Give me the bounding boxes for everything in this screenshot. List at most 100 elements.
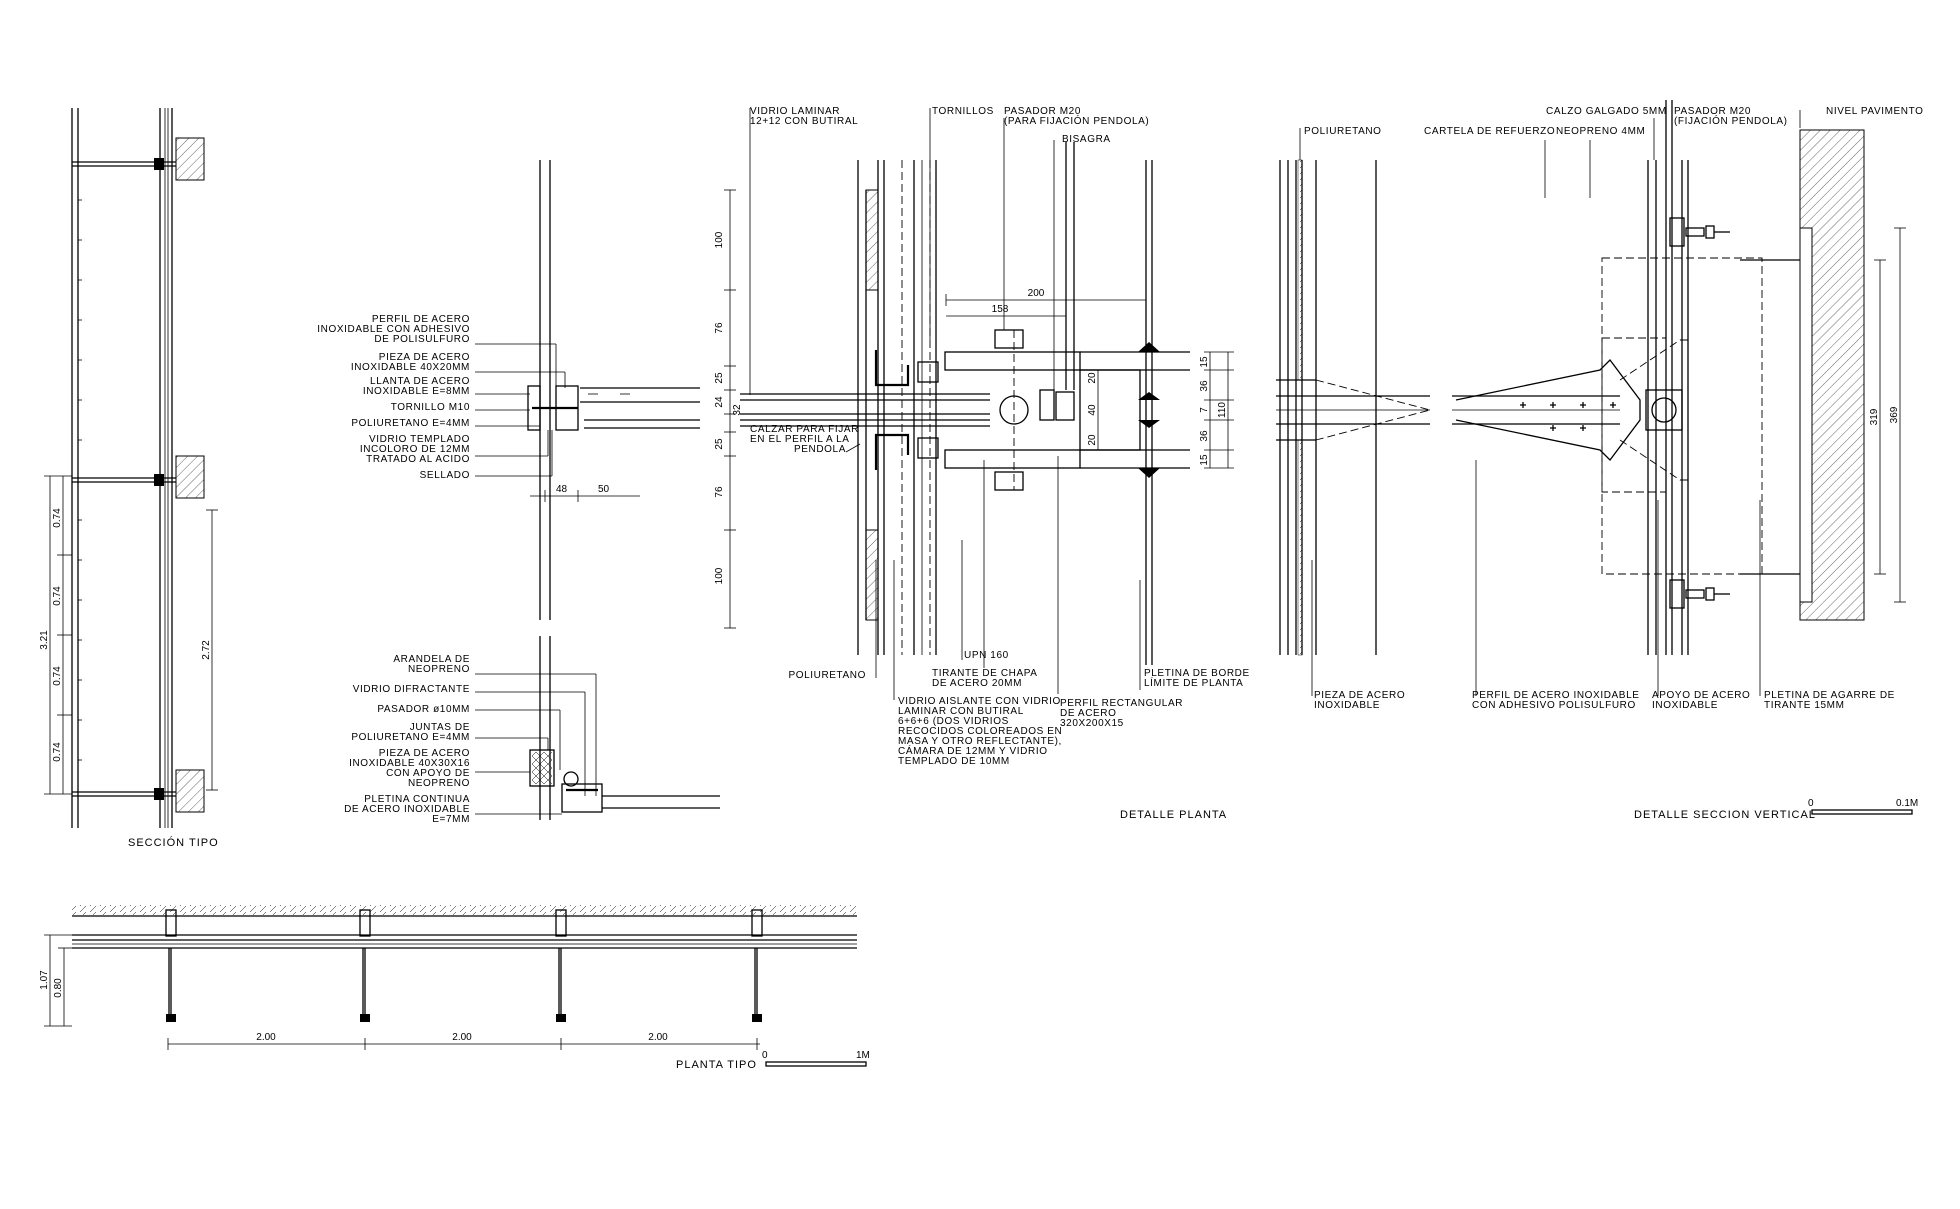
label-vidrio-aislante-line3: 6+6+6 (DOS VIDRIOS [898, 716, 1009, 727]
dim-mid-40: 40 [1087, 404, 1098, 416]
dim-left-100-bottom: 100 [714, 567, 725, 584]
dim-319: 319 [1869, 408, 1880, 425]
dim-right-36-top: 36 [1199, 380, 1210, 392]
label-calzo: CALZO GALGADO 5MM [1546, 106, 1667, 117]
dim-369: 369 [1889, 406, 1900, 423]
label-pieza-vertical-line2: INOXIDABLE [1314, 700, 1380, 711]
scale-planta-zero: 0 [762, 1050, 768, 1061]
label-poliuretano-vertical: POLIURETANO [1304, 126, 1382, 137]
scale-vertical-end: 0.1M [1896, 798, 1918, 809]
label-pletina-borde-line1: PLETINA DE BORDE [1144, 668, 1250, 679]
label-cartela: CARTELA DE REFUERZO [1424, 126, 1555, 137]
label-perfil-line3: DE POLISULFURO [374, 334, 470, 345]
dim-50: 50 [598, 484, 610, 495]
label-pletina-agarre-line2: TIRANTE 15MM [1764, 700, 1845, 711]
detail-glass-fixing [527, 160, 700, 620]
dim-top-158: 158 [992, 304, 1009, 315]
label-upn: UPN 160 [964, 650, 1009, 661]
label-vidrio-aislante-line6: CÁMARA DE 12MM Y VIDRIO [898, 744, 1048, 757]
label-juntas-line1: JUNTAS DE [410, 722, 470, 733]
label-vidrio-aislante-line1: VIDRIO AISLANTE CON VIDRIO [898, 696, 1061, 707]
scale-bar-planta [765, 1061, 867, 1067]
label-apoyo-line2: INOXIDABLE [1652, 700, 1718, 711]
dim-left-76-bottom: 76 [714, 486, 725, 498]
seccion-tipo-drawing [44, 108, 218, 828]
label-calzar-line2: EN EL PERFIL A LA [750, 434, 850, 445]
label-vidrio-laminar-line2: 12+12 CON BUTIRAL [750, 116, 858, 127]
planta-tipo-drawing [44, 905, 857, 1050]
label-pieza-40x30-line3: CON APOYO DE [386, 768, 470, 779]
detail-pasador [529, 636, 720, 820]
label-vidrio-line1: VIDRIO TEMPLADO [369, 434, 470, 445]
label-vidrio-difractante: VIDRIO DIFRACTANTE [353, 684, 470, 695]
scale-vertical-zero: 0 [1808, 798, 1814, 809]
dim-b: 0.74 [52, 586, 63, 606]
label-pieza-vertical-line1: PIEZA DE ACERO [1314, 690, 1405, 701]
dim-left-24: 24 [714, 396, 725, 408]
dim-right-total: 110 [1217, 402, 1228, 418]
label-pletina-agarre-line1: PLETINA DE AGARRE DE [1764, 690, 1895, 701]
dim-left-100-top: 100 [714, 231, 725, 248]
label-pasador-vertical-line2: (FIJACIÓN PENDOLA) [1674, 114, 1788, 127]
label-perfil-rect-line2: DE ACERO [1060, 708, 1116, 719]
title-seccion-tipo: SECCIÓN TIPO [128, 836, 219, 849]
label-pasador-vertical-line1: PASADOR M20 [1674, 106, 1751, 117]
label-tornillos: TORNILLOS [932, 106, 994, 117]
label-perfil-rect-line3: 320X200X15 [1060, 718, 1124, 729]
dim-a: 0.74 [52, 508, 63, 528]
dim-span-1: 2.00 [256, 1032, 276, 1043]
dim-span-2: 2.00 [452, 1032, 472, 1043]
scale-planta-end: 1M [856, 1050, 870, 1061]
dim-planta-outer: 1.07 [39, 970, 50, 990]
label-vidrio-line3: TRATADO AL ACIDO [366, 454, 470, 465]
dim-left-32: 32 [732, 404, 743, 416]
title-detalle-seccion-vertical: DETALLE SECCION VERTICAL [1634, 809, 1816, 821]
planta-leaders [749, 108, 1141, 700]
vertical-leaders [1299, 118, 1761, 696]
label-pieza-40x30-line2: INOXIDABLE 40X30X16 [349, 758, 470, 769]
dim-right-15-bottom: 15 [1199, 454, 1210, 466]
label-poliuretano-planta: POLIURETANO [788, 670, 866, 681]
dim-planta-inner: 0.80 [53, 978, 64, 998]
label-perfil-rect-line1: PERFIL RECTANGULAR [1060, 698, 1183, 709]
label-tornillo: TORNILLO M10 [391, 402, 470, 413]
label-sellado: SELLADO [420, 470, 470, 481]
label-poliuretano: POLIURETANO E=4MM [351, 418, 470, 429]
dim-right-7: 7 [1199, 407, 1210, 413]
dim-right-36-bottom: 36 [1199, 430, 1210, 442]
label-pletina-line2: DE ACERO INOXIDABLE [344, 804, 470, 815]
label-pieza-line2: INOXIDABLE 40X20MM [351, 362, 470, 373]
label-vidrio-aislante-line7: TEMPLADO DE 10MM [898, 756, 1010, 767]
dim-c: 0.74 [52, 666, 63, 686]
label-juntas-line2: POLIURETANO E=4MM [351, 732, 470, 743]
dim-48: 48 [556, 484, 568, 495]
label-calzar-line3: PENDOLA [794, 444, 846, 455]
dim-inner: 2.72 [201, 640, 212, 660]
label-perfil-vertical-line2: CON ADHESIVO POLISULFURO [1472, 700, 1636, 711]
label-perfil-line1: PERFIL DE ACERO [372, 314, 470, 325]
dim-total: 3.21 [39, 630, 50, 650]
label-perfil-vertical-line1: PERFIL DE ACERO INOXIDABLE [1472, 690, 1640, 701]
detalle-planta-drawing [724, 142, 1234, 665]
label-neopreno: NEOPRENO 4MM [1556, 126, 1645, 137]
label-pieza-40x30-line4: NEOPRENO [408, 778, 470, 789]
label-vidrio-line2: INCOLORO DE 12MM [360, 444, 470, 455]
label-nivel-pavimento: NIVEL PAVIMENTO [1826, 106, 1924, 117]
label-pasador: PASADOR ø10MM [377, 704, 470, 715]
label-vidrio-aislante-line5: MASA Y OTRO REFLECTANTE), [898, 736, 1062, 747]
label-pletina-borde-line2: LÍMITE DE PLANTA [1144, 676, 1243, 689]
label-pasador-m20-line2: (PARA FIJACIÓN PENDOLA) [1004, 114, 1149, 127]
label-calzar-line1: CALZAR PARA FIJAR [750, 424, 859, 435]
dim-mid-20-top: 20 [1087, 372, 1098, 384]
label-tirante-line2: DE ACERO 20MM [932, 678, 1022, 689]
label-pletina-line3: E=7MM [432, 814, 470, 825]
dim-span-3: 2.00 [648, 1032, 668, 1043]
label-vidrio-aislante-line4: RECOCIDOS COLOREADOS EN [898, 726, 1062, 737]
scale-bar-vertical [1811, 809, 1913, 815]
label-vidrio-aislante-line2: LAMINAR CON BUTIRAL [898, 706, 1024, 717]
dim-top-200: 200 [1028, 288, 1045, 299]
label-pletina-line1: PLETINA CONTINUA [364, 794, 470, 805]
label-pieza-line1: PIEZA DE ACERO [379, 352, 470, 363]
dim-left-76-top: 76 [714, 322, 725, 334]
